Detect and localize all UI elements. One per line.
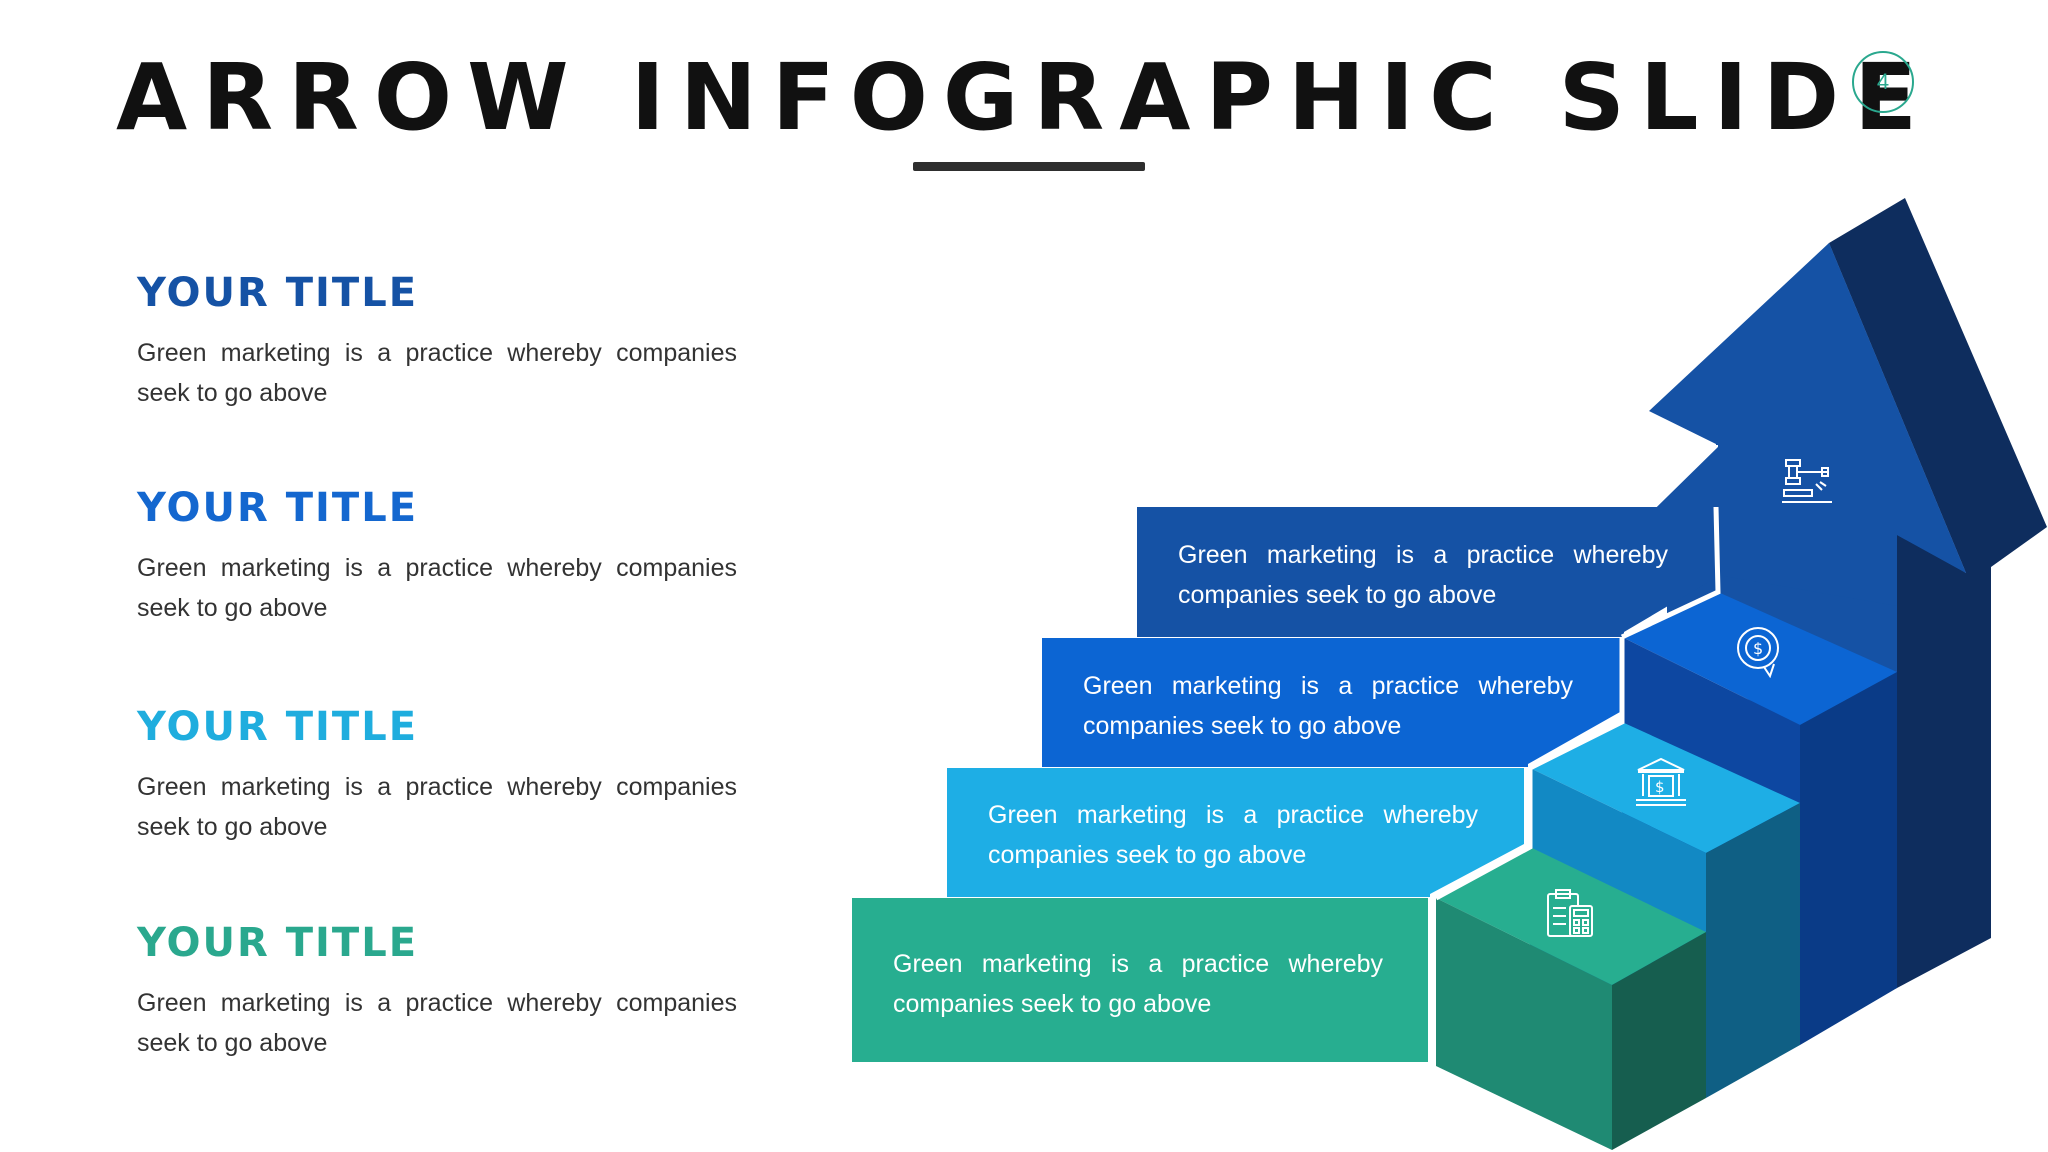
cube-2-top (1622, 592, 1897, 725)
left-item-title: YOUR TITLE (137, 704, 419, 750)
arrow-head (1649, 243, 1966, 606)
step-text-3: Green marketing is a practice whereby co… (988, 801, 1478, 869)
slide-title: ARROW INFOGRAPHIC SLIDE (116, 44, 1932, 151)
clipboard-calculator-icon (1547, 889, 1593, 937)
left-item-text: Green marketing is a practice whereby co… (137, 989, 737, 1057)
left-item-title: YOUR TITLE (137, 270, 419, 316)
cube-2-right (1800, 672, 1897, 1045)
left-item-text: Green marketing is a practice whereby co… (137, 773, 737, 841)
title-underline (913, 162, 1145, 171)
arrow-side-face (1829, 198, 2047, 988)
step-banner-4 (852, 898, 1428, 1062)
gavel-icon (1782, 459, 1832, 503)
left-item-4: YOUR TITLE Green marketing is a practice… (137, 923, 737, 1063)
svg-text:$: $ (1655, 778, 1665, 796)
cube-3-top (1530, 722, 1800, 853)
cube-4-left (1436, 898, 1612, 1150)
left-item-text: Green marketing is a practice whereby co… (137, 339, 737, 407)
left-item-text: Green marketing is a practice whereby co… (137, 554, 737, 622)
svg-text:$: $ (1753, 639, 1763, 658)
page-number-badge: 4 (1852, 51, 1914, 113)
left-item-2: YOUR TITLE Green marketing is a practice… (137, 488, 737, 628)
bank-icon: $ (1636, 757, 1686, 806)
dollar-search-icon: $ (1737, 627, 1779, 678)
step-separator (1528, 637, 1625, 771)
step-text-4: Green marketing is a practice whereby co… (893, 950, 1383, 1018)
step-separator (1620, 506, 1721, 640)
left-item-title: YOUR TITLE (137, 485, 419, 531)
step-text-1: Green marketing is a practice whereby co… (1178, 541, 1668, 609)
step-banner-3 (947, 768, 1524, 897)
step-banner-1 (1137, 507, 1712, 637)
cube-3-right (1706, 803, 1800, 1098)
step-banner-2 (1042, 638, 1620, 767)
left-item-1: YOUR TITLE Green marketing is a practice… (137, 273, 737, 413)
cube-4-right (1612, 932, 1706, 1150)
step-text-2: Green marketing is a practice whereby co… (1083, 672, 1573, 740)
left-item-3: YOUR TITLE Green marketing is a practice… (137, 707, 737, 847)
left-item-title: YOUR TITLE (137, 920, 419, 966)
step-separator (1434, 768, 1533, 901)
